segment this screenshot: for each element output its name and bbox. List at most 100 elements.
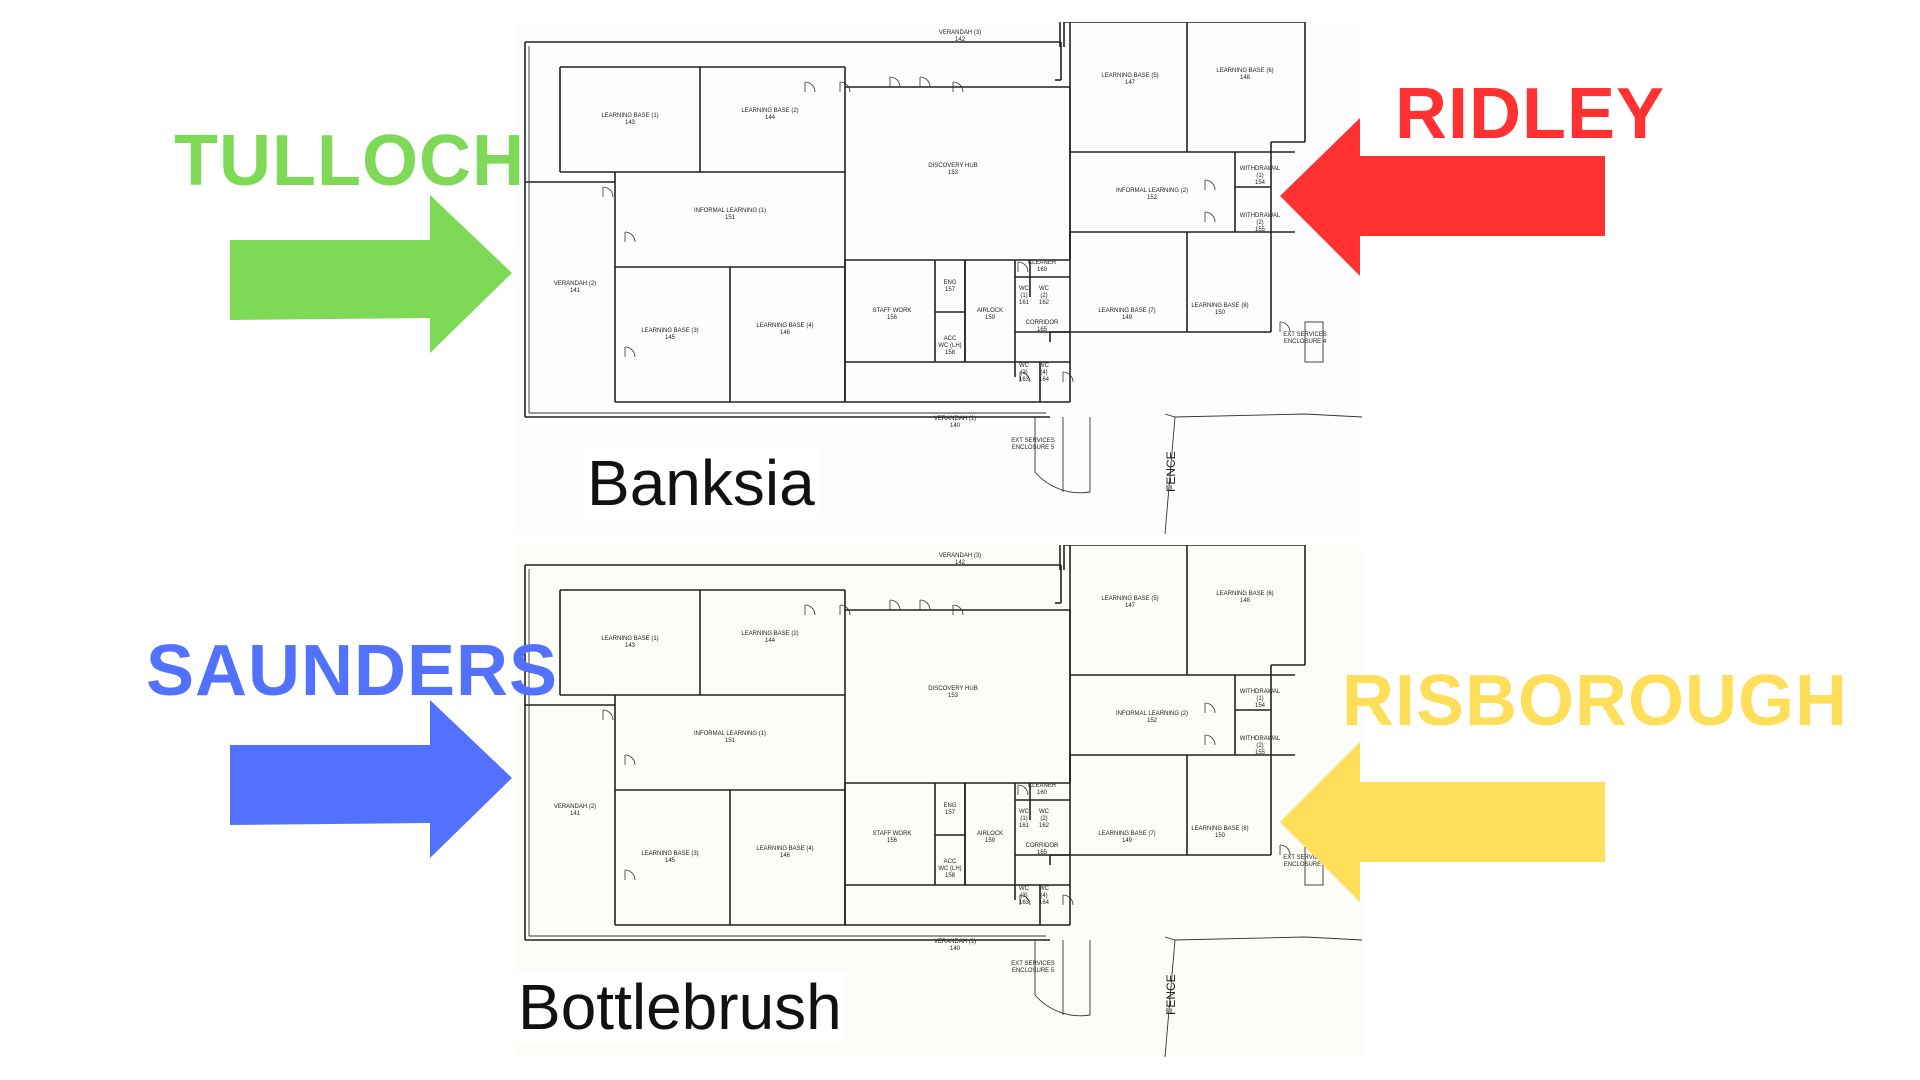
room-label-wc4: 164 (1039, 377, 1050, 383)
room-label-airlock: 159 (985, 315, 996, 321)
room-label-wc1: (1) (1020, 293, 1027, 299)
room-label-lb4: 146 (780, 853, 791, 859)
room-label-lb1: 143 (625, 120, 636, 126)
room-label-wc3: WC (1019, 886, 1030, 892)
fence-label: FENCE (1164, 451, 1178, 492)
room-label-verandah1: VERANDAH (1) (934, 939, 976, 945)
room-label-il2: 152 (1147, 718, 1158, 724)
room-label-wc2: WC (1039, 286, 1050, 292)
room-label-hub: 153 (948, 693, 959, 699)
room-label-cleaner: CLEANER (1028, 783, 1057, 789)
room-label-lb2: LEARNING BASE (2) (741, 108, 798, 114)
room-label-wd2: WITHDRAWAL (1240, 213, 1281, 219)
room-label-verandah2: VERANDAH (2) (554, 804, 596, 810)
room-label-verandah1: VERANDAH (1) (934, 416, 976, 422)
room-label-wc4: (4) (1040, 893, 1047, 899)
room-label-wc4: WC (1039, 363, 1050, 369)
room-label-lb4: LEARNING BASE (4) (756, 323, 813, 329)
room-label-wc2: (2) (1040, 293, 1047, 299)
room-label-eng: 157 (945, 287, 956, 293)
room-label-verandah3: VERANDAH (3) (939, 30, 981, 36)
room-label-acc: 158 (945, 350, 956, 356)
room-label-wc2: (2) (1040, 816, 1047, 822)
room-label-lb7: 149 (1122, 315, 1133, 321)
room-label-il2: INFORMAL LEARNING (2) (1116, 188, 1188, 194)
room-label-lb8: 150 (1215, 310, 1226, 316)
room-label-wc3: (3) (1020, 893, 1027, 899)
room-label-lb3: 145 (665, 335, 676, 341)
room-label-il1: INFORMAL LEARNING (1) (694, 731, 766, 737)
room-label-hub: DISCOVERY HUB (928, 163, 977, 169)
room-label-staff: 156 (887, 838, 898, 844)
room-label-lb8: LEARNING BASE (8) (1191, 826, 1248, 832)
room-label-verandah2: 141 (570, 811, 581, 817)
room-label-verandah2: 141 (570, 288, 581, 294)
room-label-verandah1: 140 (950, 946, 961, 952)
room-label-ext4: EXT SERVICES (1283, 855, 1326, 861)
room-label-lb6: LEARNING BASE (6) (1216, 68, 1273, 74)
room-label-verandah3: VERANDAH (3) (939, 553, 981, 559)
room-label-lb1: LEARNING BASE (1) (601, 113, 658, 119)
room-label-wc1: WC (1019, 809, 1030, 815)
room-label-il2: INFORMAL LEARNING (2) (1116, 711, 1188, 717)
room-label-lb5: LEARNING BASE (5) (1101, 73, 1158, 79)
room-label-lb1: 143 (625, 643, 636, 649)
room-label-acc: ACC (944, 336, 957, 342)
room-label-lb5: 147 (1125, 80, 1136, 86)
room-label-il1: 151 (725, 738, 736, 744)
room-label-eng: ENG (943, 280, 956, 286)
room-label-corridor: CORRIDOR (1026, 320, 1059, 326)
room-label-lb2: 144 (765, 115, 776, 121)
room-label-wd2: 155 (1255, 227, 1266, 233)
room-label-ext5: EXT SERVICES (1011, 438, 1054, 444)
room-label-lb3: LEARNING BASE (3) (641, 851, 698, 857)
room-label-il1: INFORMAL LEARNING (1) (694, 208, 766, 214)
room-label-wc3: WC (1019, 363, 1030, 369)
room-label-cleaner: 160 (1037, 267, 1048, 273)
room-label-lb5: LEARNING BASE (5) (1101, 596, 1158, 602)
room-label-cleaner: 160 (1037, 790, 1048, 796)
room-label-cleaner: CLEANER (1028, 260, 1057, 266)
room-label-wd2: (2) (1256, 743, 1263, 749)
room-label-wd1: WITHDRAWAL (1240, 689, 1281, 695)
room-label-lb7: 149 (1122, 838, 1133, 844)
label-tulloch: TULLOCH (174, 121, 525, 201)
room-label-wc3: 163 (1019, 377, 1030, 383)
room-label-wc4: WC (1039, 886, 1050, 892)
label-saunders: SAUNDERS (146, 631, 559, 711)
room-label-wd1: WITHDRAWAL (1240, 166, 1281, 172)
room-label-wc1: WC (1019, 286, 1030, 292)
room-label-corridor: CORRIDOR (1026, 843, 1059, 849)
room-label-lb8: 150 (1215, 833, 1226, 839)
room-label-lb6: LEARNING BASE (6) (1216, 591, 1273, 597)
room-label-wc4: (4) (1040, 370, 1047, 376)
room-label-hub: DISCOVERY HUB (928, 686, 977, 692)
room-label-verandah3: 142 (955, 560, 966, 566)
room-label-wd1: 154 (1255, 703, 1266, 709)
room-label-acc: WC (LH) (938, 343, 961, 349)
room-label-il2: 152 (1147, 195, 1158, 201)
fence-label: FENCE (1164, 974, 1178, 1015)
room-label-acc: WC (LH) (938, 866, 961, 872)
room-label-lb3: LEARNING BASE (3) (641, 328, 698, 334)
room-label-lb4: LEARNING BASE (4) (756, 846, 813, 852)
room-label-wc1: 161 (1019, 823, 1030, 829)
label-risborough: RISBOROUGH (1342, 661, 1849, 741)
room-label-corridor: 165 (1037, 327, 1048, 333)
room-label-wc2: 162 (1039, 300, 1050, 306)
room-label-lb3: 145 (665, 858, 676, 864)
arrow-left-yellow-icon (1280, 742, 1605, 902)
room-label-il1: 151 (725, 215, 736, 221)
room-label-wd1: (1) (1256, 696, 1263, 702)
room-label-verandah1: 140 (950, 423, 961, 429)
arrow-right-blue-icon (230, 700, 512, 858)
room-label-wc1: 161 (1019, 300, 1030, 306)
room-label-wc4: 164 (1039, 900, 1050, 906)
room-label-lb7: LEARNING BASE (7) (1098, 308, 1155, 314)
room-label-hub: 153 (948, 170, 959, 176)
room-label-wc2: WC (1039, 809, 1050, 815)
room-label-wd1: 154 (1255, 180, 1266, 186)
